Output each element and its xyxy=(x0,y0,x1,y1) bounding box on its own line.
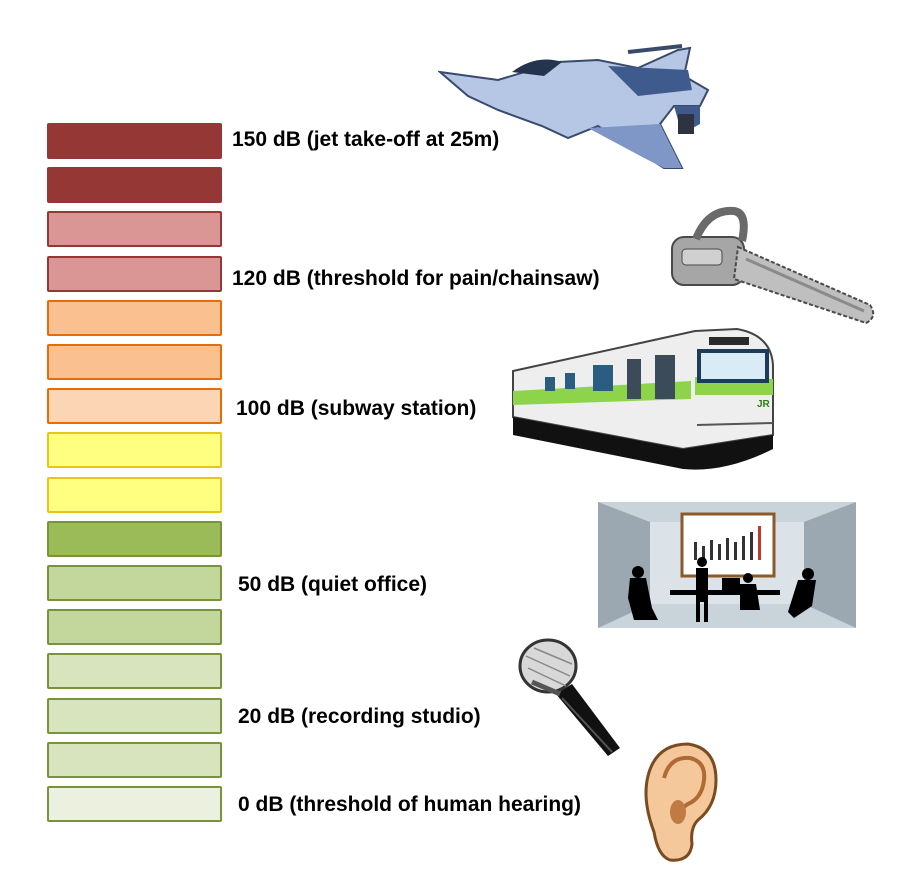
scale-block xyxy=(47,653,222,689)
label-120-db: 120 dB (threshold for pain/chainsaw) xyxy=(232,267,600,290)
scale-block xyxy=(47,565,222,601)
chainsaw-icon xyxy=(671,206,875,325)
office-meeting-icon xyxy=(598,502,856,628)
scale-block xyxy=(47,388,222,424)
scale-block xyxy=(47,477,222,513)
label-50-db: 50 dB (quiet office) xyxy=(238,573,428,596)
train-logo: JR xyxy=(757,399,771,410)
ear-icon xyxy=(644,742,718,862)
jet-icon xyxy=(438,44,710,169)
train-icon: JR xyxy=(512,327,774,470)
scale-block xyxy=(47,300,222,336)
scale-block xyxy=(47,256,222,292)
scale-block xyxy=(47,344,222,380)
scale-block xyxy=(47,742,222,778)
scale-block xyxy=(47,521,222,557)
scale-block xyxy=(47,786,222,822)
scale-block xyxy=(47,211,222,247)
label-100-db: 100 dB (subway station) xyxy=(236,397,477,420)
scale-block xyxy=(47,698,222,734)
scale-block xyxy=(47,432,222,468)
scale-block xyxy=(47,167,222,203)
scale-block xyxy=(47,123,222,159)
microphone-icon xyxy=(518,638,620,756)
label-20-db: 20 dB (recording studio) xyxy=(238,705,481,728)
label-0-db: 0 dB (threshold of human hearing) xyxy=(238,793,582,816)
label-150-db: 150 dB (jet take-off at 25m) xyxy=(232,128,500,151)
scale-block xyxy=(47,609,222,645)
